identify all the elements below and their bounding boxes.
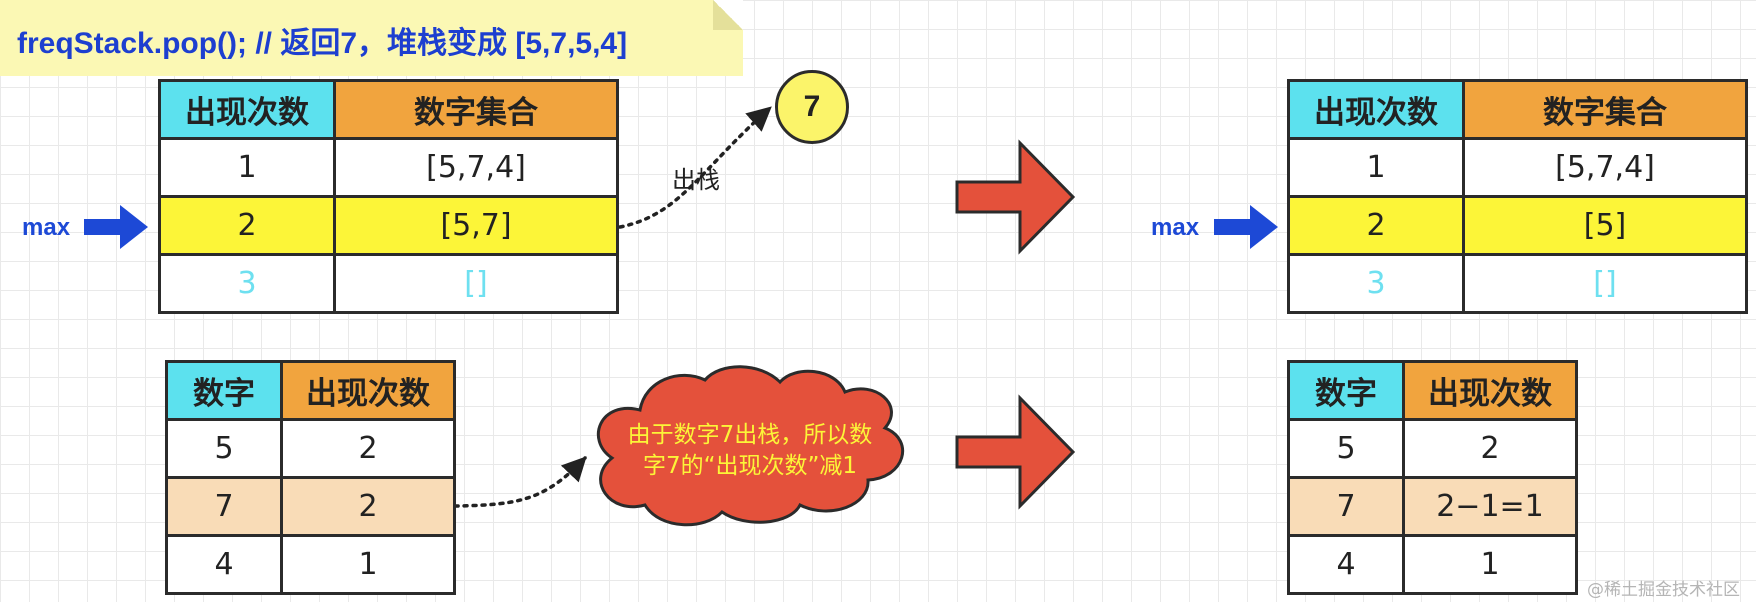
table-cell: [5,7,4]: [1462, 137, 1748, 198]
count-connector-arrow: [453, 456, 587, 508]
header-cell: 出现次数: [1402, 360, 1578, 421]
pointer-arrow-icon: [1214, 205, 1278, 249]
cloud-note-line: 由于数字7出栈，所以数: [627, 422, 873, 448]
popped-value-circle: 7: [775, 70, 849, 144]
table-cell: 2: [1287, 195, 1465, 256]
table-row-highlighted: 2 [5]: [1287, 195, 1748, 256]
table-cell: 5: [165, 418, 283, 479]
header-cell: 出现次数: [280, 360, 456, 421]
cloud-shape: [596, 365, 904, 527]
table-cell: [5,7,4]: [333, 137, 619, 198]
table-row: 4 1: [165, 534, 456, 595]
header-cell: 数字集合: [1462, 79, 1748, 140]
pop-label: 出栈: [672, 167, 720, 194]
table-cell: 1: [1287, 137, 1465, 198]
table-cell: 3: [158, 253, 336, 314]
table-row: 5 2: [1287, 418, 1578, 479]
table-row: 5 2: [165, 418, 456, 479]
table-cell: 1: [158, 137, 336, 198]
pop-connector-arrow: [618, 106, 772, 229]
table-cell: 3: [1287, 253, 1465, 314]
table-cell: 2: [158, 195, 336, 256]
table-row: 1 [5,7,4]: [1287, 137, 1748, 198]
freq-table-after: 出现次数 数字集合 1 [5,7,4] 2 [5] 3 []: [1287, 79, 1748, 314]
table-cell: 2: [1402, 418, 1578, 479]
table-cell: [5,7]: [333, 195, 619, 256]
table-row: 4 1: [1287, 534, 1578, 595]
table-row: 3 []: [1287, 253, 1748, 314]
header-cell: 出现次数: [158, 79, 336, 140]
table-cell: 2: [280, 476, 456, 537]
header-cell: 数字: [165, 360, 283, 421]
count-table-before: 数字 出现次数 5 2 7 2 4 1: [165, 360, 456, 595]
table-cell: 4: [165, 534, 283, 595]
table-row: 1 [5,7,4]: [158, 137, 619, 198]
table-cell: 5: [1287, 418, 1405, 479]
table-cell: []: [333, 253, 619, 314]
table-cell: 2: [280, 418, 456, 479]
table-cell: 7: [1287, 476, 1405, 537]
table-row-highlighted: 7 2: [165, 476, 456, 537]
right-arrow-icon: [955, 394, 1076, 510]
right-arrow-icon: [955, 139, 1076, 255]
cloud-note: 由于数字7出栈，所以数 字7的“出现次数”减1: [595, 420, 905, 482]
table-row-highlighted: 2 [5,7]: [158, 195, 619, 256]
table-row-highlighted: 7 2−1=1: [1287, 476, 1578, 537]
table-cell: [5]: [1462, 195, 1748, 256]
table-cell: 1: [1402, 534, 1578, 595]
watermark: @稀土掘金技术社区: [1587, 580, 1740, 600]
max-label: max: [1151, 214, 1200, 241]
table-cell: 2−1=1: [1402, 476, 1578, 537]
code-note: freqStack.pop(); // 返回7，堆栈变成 [5,7,5,4]: [0, 0, 743, 76]
max-label: max: [22, 214, 71, 241]
cloud-note-line: 字7的“出现次数”减1: [642, 453, 858, 479]
table-row: 3 []: [158, 253, 619, 314]
header-cell: 出现次数: [1287, 79, 1465, 140]
table-cell: 4: [1287, 534, 1405, 595]
count-table-after: 数字 出现次数 5 2 7 2−1=1 4 1: [1287, 360, 1578, 595]
table-cell: 1: [280, 534, 456, 595]
header-cell: 数字集合: [333, 79, 619, 140]
header-cell: 数字: [1287, 360, 1405, 421]
table-cell: 7: [165, 476, 283, 537]
note-fold-corner: [713, 0, 743, 30]
table-cell: []: [1462, 253, 1748, 314]
pointer-arrow-icon: [84, 205, 148, 249]
code-line: freqStack.pop(); // 返回7，堆栈变成 [5,7,5,4]: [17, 27, 628, 60]
freq-table-before: 出现次数 数字集合 1 [5,7,4] 2 [5,7] 3 []: [158, 79, 619, 314]
